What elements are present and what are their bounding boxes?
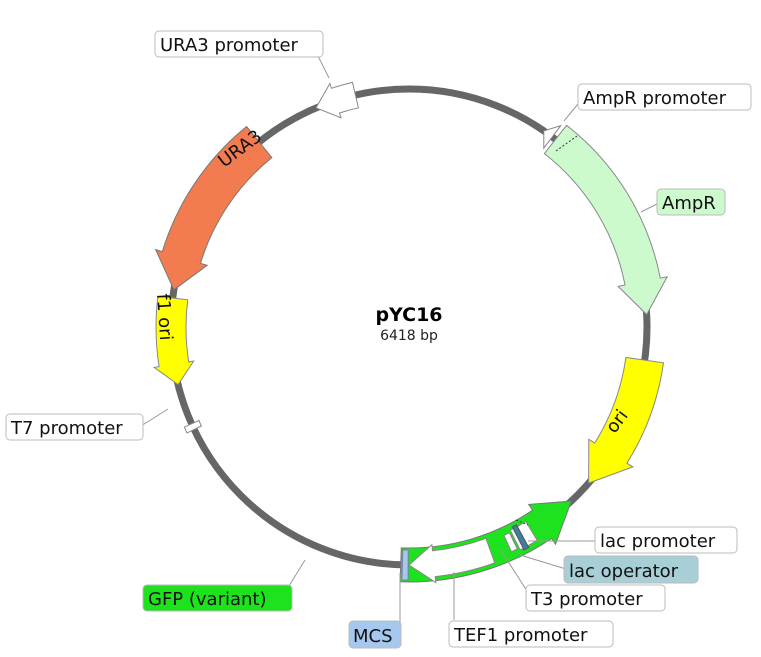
ampr-overlap-mark [555, 135, 578, 152]
ura3-promoter-text: URA3 promoter [160, 35, 299, 56]
t3-promoter-text: T3 promoter [530, 589, 643, 610]
t3-promoter-leader [499, 548, 530, 595]
lac-operator-leader [519, 554, 567, 570]
ura3-promoter-leader [317, 55, 330, 79]
mcs-feature[interactable] [401, 549, 409, 581]
tef1-promoter-callout[interactable]: TEF1 promoter [448, 620, 614, 648]
tef1-promoter-text: TEF1 promoter [453, 625, 588, 646]
ampr-promoter-feature[interactable] [543, 124, 563, 150]
ori-feature[interactable] [588, 356, 665, 484]
ampr-promoter-text: AmpR promoter [583, 88, 727, 109]
gfp-callout[interactable]: GFP (variant) [142, 584, 293, 612]
lac-operator-feature[interactable] [511, 524, 530, 551]
mcs-callout[interactable]: MCS [348, 620, 402, 649]
f1ori-label: f1 ori [152, 293, 176, 341]
tef1-promoter-feature[interactable] [408, 537, 496, 584]
gfp-text: GFP (variant) [148, 589, 267, 610]
lac-operator-text: lac operator [569, 561, 679, 582]
lac-operator-callout[interactable]: lac operator [563, 555, 699, 584]
t3-promoter-callout[interactable]: T3 promoter [525, 584, 666, 612]
t3-promoter-feature[interactable] [503, 532, 518, 553]
ura3-feature[interactable] [154, 125, 273, 291]
plasmid-size: 6418 bp [380, 328, 438, 344]
t7-promoter-callout[interactable]: T7 promoter [5, 413, 144, 441]
ura3-promoter-callout[interactable]: URA3 promoter [154, 30, 324, 58]
t7-promoter-feature[interactable] [183, 419, 203, 434]
f1ori-feature[interactable] [152, 295, 195, 386]
t7-promoter-text: T7 promoter [10, 418, 123, 439]
gfp-leader [288, 559, 306, 587]
ampr-text: AmpR [662, 193, 716, 214]
t7-promoter-leader [140, 408, 169, 427]
plasmid-name: pYC16 [375, 304, 442, 326]
ampr-callout[interactable]: AmpR [656, 188, 726, 216]
ura3-promoter-feature[interactable] [315, 81, 360, 119]
ampr-leader [640, 202, 660, 213]
lac-promoter-text: lac promoter [600, 531, 716, 552]
ampr-promoter-callout[interactable]: AmpR promoter [577, 83, 752, 111]
lac-promoter-callout[interactable]: lac promoter [594, 526, 738, 554]
mcs-text: MCS [353, 626, 393, 647]
ampr-feature[interactable] [543, 124, 669, 316]
